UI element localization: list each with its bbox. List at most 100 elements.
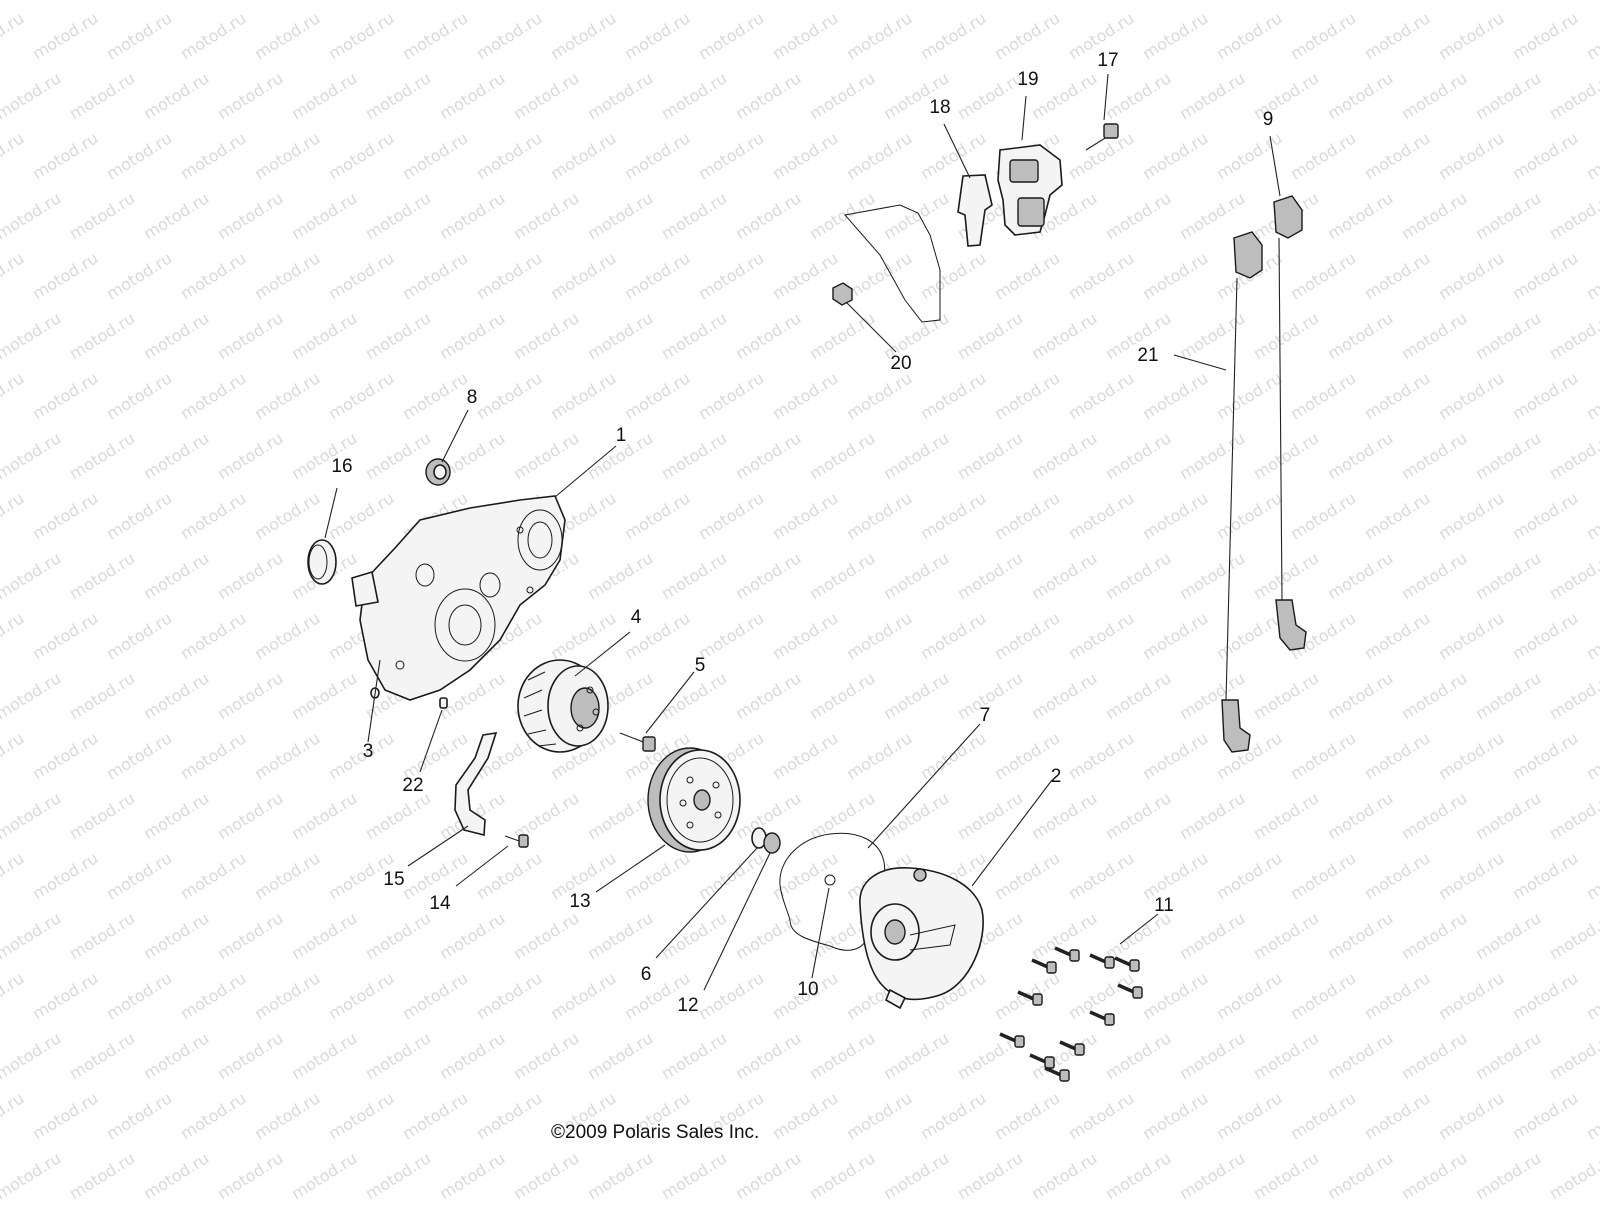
- watermark-text: motod.ru: [769, 608, 841, 663]
- watermark-text: motod.ru: [732, 1028, 804, 1083]
- bearing-part: [425, 458, 451, 486]
- watermark-text: motod.ru: [214, 788, 286, 843]
- watermark-text: motod.ru: [917, 368, 989, 423]
- watermark-text: motod.ru: [1398, 188, 1470, 243]
- watermark-text: motod.ru: [843, 728, 915, 783]
- watermark-text: motod.ru: [1398, 428, 1470, 483]
- watermark-text: motod.ru: [1065, 1088, 1137, 1143]
- watermark-text: motod.ru: [399, 368, 471, 423]
- coil-bracket-part: [957, 174, 993, 247]
- bracket-nut-part: [832, 282, 853, 306]
- watermark-text: motod.ru: [251, 248, 323, 303]
- watermark-text: motod.ru: [917, 1088, 989, 1143]
- watermark-text: motod.ru: [806, 668, 878, 723]
- callout-18: 18: [929, 97, 951, 118]
- watermark-text: motod.ru: [1139, 488, 1211, 543]
- watermark-text: motod.ru: [1065, 488, 1137, 543]
- watermark-text: motod.ru: [29, 608, 101, 663]
- watermark-text: motod.ru: [1324, 0, 1396, 3]
- watermark-text: motod.ru: [177, 608, 249, 663]
- watermark-text: motod.ru: [732, 308, 804, 363]
- watermark-text: motod.ru: [140, 68, 212, 123]
- watermark-text: motod.ru: [1583, 848, 1600, 903]
- watermark-text: motod.ru: [954, 308, 1026, 363]
- stator-part: [517, 659, 609, 753]
- watermark-text: motod.ru: [399, 1088, 471, 1143]
- watermark-text: motod.ru: [880, 788, 952, 843]
- watermark-text: motod.ru: [1176, 908, 1248, 963]
- bolt-head: [1074, 1043, 1085, 1056]
- watermark-text: motod.ru: [399, 8, 471, 63]
- watermark-text: motod.ru: [251, 1088, 323, 1143]
- watermark-text: motod.ru: [140, 428, 212, 483]
- watermark-text: motod.ru: [695, 248, 767, 303]
- watermark-text: motod.ru: [1472, 1148, 1544, 1200]
- watermark-text: motod.ru: [658, 1148, 730, 1200]
- watermark-text: motod.ru: [1509, 368, 1581, 423]
- watermark-text: motod.ru: [473, 968, 545, 1023]
- watermark-text: motod.ru: [880, 1028, 952, 1083]
- callout-19: 19: [1017, 69, 1039, 90]
- watermark-text: motod.ru: [1546, 908, 1600, 963]
- watermark-text: motod.ru: [1250, 908, 1322, 963]
- watermark-text: motod.ru: [103, 368, 175, 423]
- watermark-text: motod.ru: [991, 8, 1063, 63]
- watermark-text: motod.ru: [1472, 788, 1544, 843]
- watermark-text: motod.ru: [288, 68, 360, 123]
- watermark-text: motod.ru: [1065, 848, 1137, 903]
- watermark-text: motod.ru: [325, 728, 397, 783]
- watermark-text: motod.ru: [1028, 908, 1100, 963]
- watermark-text: motod.ru: [1583, 368, 1600, 423]
- watermark-text: motod.ru: [621, 848, 693, 903]
- watermark-text: motod.ru: [140, 788, 212, 843]
- watermark-text: motod.ru: [103, 128, 175, 183]
- spark-plug-wire-part: [1273, 195, 1307, 651]
- watermark-text: motod.ru: [140, 908, 212, 963]
- watermark-text: motod.ru: [1250, 68, 1322, 123]
- watermark-text: motod.ru: [1546, 428, 1600, 483]
- watermark-text: motod.ru: [0, 728, 27, 783]
- watermark-text: motod.ru: [917, 8, 989, 63]
- watermark-text: motod.ru: [0, 368, 27, 423]
- watermark-text: motod.ru: [436, 68, 508, 123]
- watermark-text: motod.ru: [510, 188, 582, 243]
- watermark-text: motod.ru: [1509, 968, 1581, 1023]
- watermark-text: motod.ru: [66, 188, 138, 243]
- watermark-text: motod.ru: [288, 908, 360, 963]
- callout-22: 22: [402, 775, 424, 796]
- watermark-text: motod.ru: [584, 788, 656, 843]
- watermark-text: motod.ru: [658, 0, 730, 3]
- watermark-text: motod.ru: [0, 248, 27, 303]
- watermark-text: motod.ru: [732, 188, 804, 243]
- ignition-coil-part: [997, 144, 1063, 236]
- watermark-text: motod.ru: [1287, 848, 1359, 903]
- watermark-text: motod.ru: [1250, 548, 1322, 603]
- watermark-text: motod.ru: [954, 68, 1026, 123]
- watermark-text: motod.ru: [547, 248, 619, 303]
- watermark-text: motod.ru: [473, 848, 545, 903]
- watermark-text: motod.ru: [917, 248, 989, 303]
- watermark-text: motod.ru: [214, 1148, 286, 1200]
- callout-2: 2: [1050, 766, 1062, 787]
- watermark-text: motod.ru: [1250, 788, 1322, 843]
- stator-cover-part: [859, 867, 984, 1010]
- watermark-text: motod.ru: [806, 0, 878, 3]
- watermark-text: motod.ru: [103, 848, 175, 903]
- watermark-text: motod.ru: [103, 608, 175, 663]
- watermark-text: motod.ru: [880, 548, 952, 603]
- watermark-text: motod.ru: [1472, 908, 1544, 963]
- watermark-text: motod.ru: [214, 0, 286, 3]
- watermark-text: motod.ru: [140, 188, 212, 243]
- watermark-text: motod.ru: [325, 488, 397, 543]
- crankcase-cover-part: [351, 495, 566, 701]
- watermark-text: motod.ru: [251, 368, 323, 423]
- watermark-text: motod.ru: [1213, 8, 1285, 63]
- watermark-text: motod.ru: [214, 908, 286, 963]
- watermark-text: motod.ru: [695, 128, 767, 183]
- callout-14: 14: [429, 893, 451, 914]
- watermark-text: motod.ru: [1361, 608, 1433, 663]
- watermark-text: motod.ru: [510, 1148, 582, 1200]
- watermark-text: motod.ru: [1546, 1028, 1600, 1083]
- watermark-text: motod.ru: [251, 8, 323, 63]
- watermark-text: motod.ru: [288, 1028, 360, 1083]
